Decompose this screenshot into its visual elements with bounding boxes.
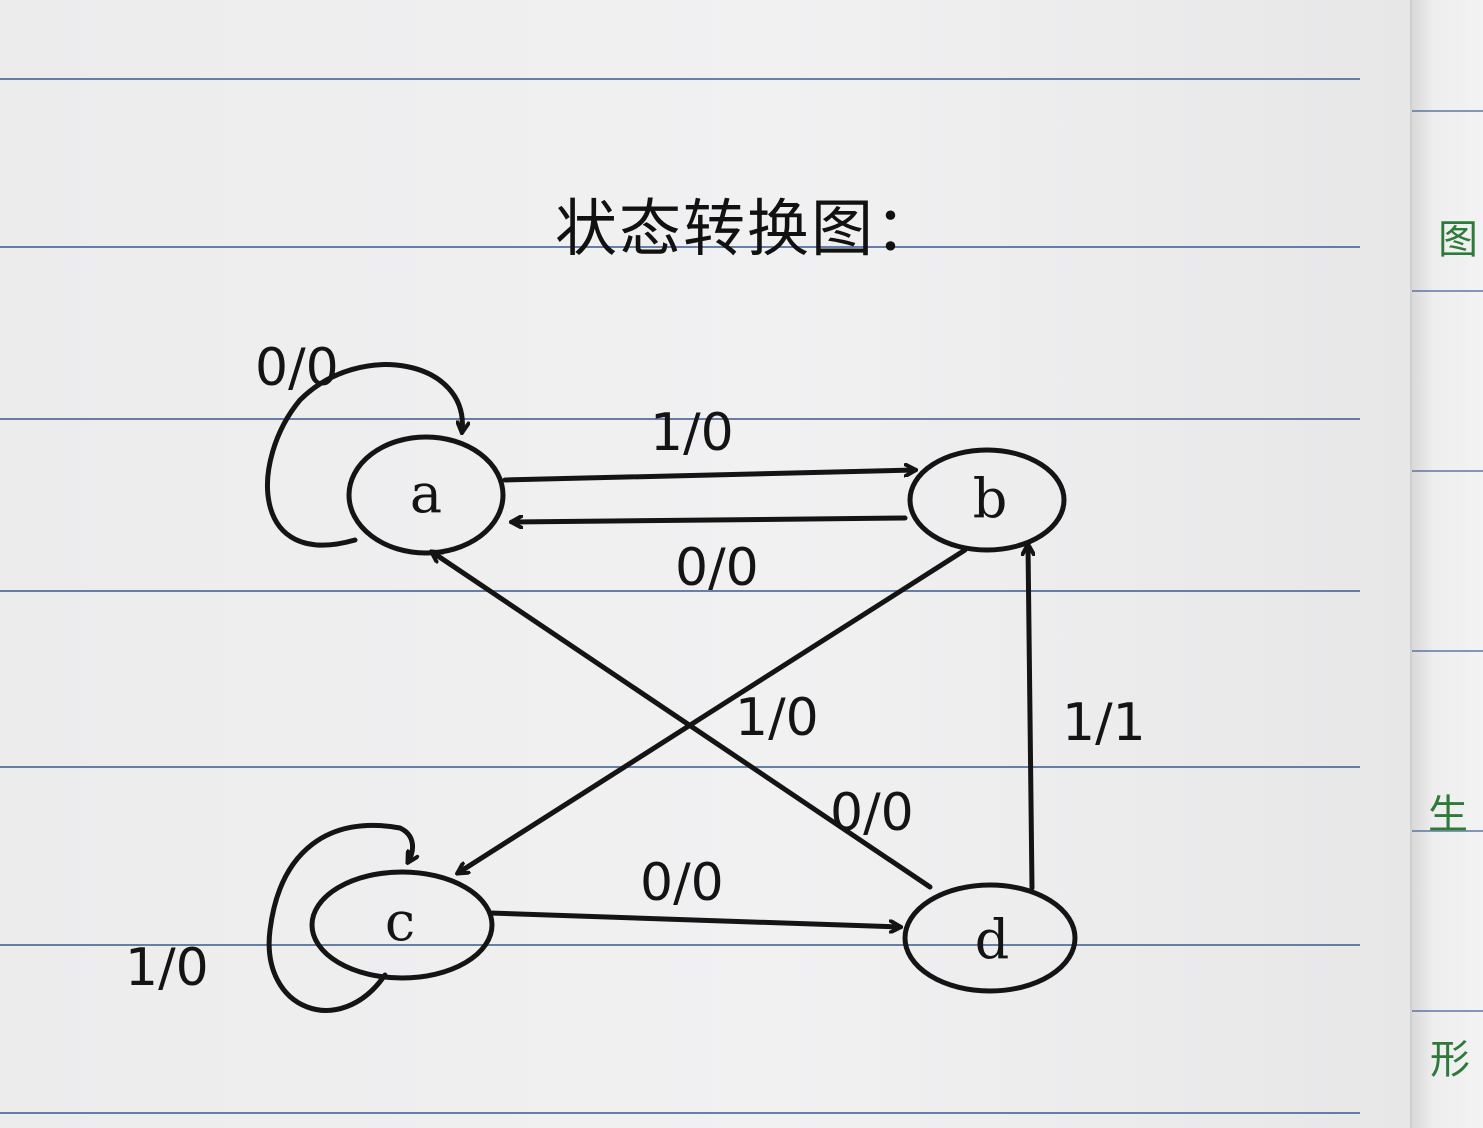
ruled-line [0,246,1360,248]
edge-ruled-line [1412,290,1483,292]
label-d-b: 1/1 [1062,693,1146,753]
edge-ruled-line [1412,110,1483,112]
label-c-d: 0/0 [640,853,724,913]
arrow-a-b [502,470,915,483]
label-b-c: 1/0 [735,688,819,748]
ruled-line [0,590,1360,592]
state-c: c [309,869,495,981]
margin-char: 形 [1430,1037,1470,1083]
state-b-label: b [973,467,1008,530]
arrow-a-a [265,362,463,548]
arrow-d-b [1028,545,1032,891]
edge-ruled-line [1412,650,1483,652]
edge-ruled-line [1412,830,1483,832]
state-diagram: a b c d 0/0 1/0 0/0 1/0 1/0 0/0 0/0 1/1 [125,338,1146,1013]
state-c-label: c [385,890,415,953]
label-a-b: 1/0 [650,403,734,463]
label-a-a: 0/0 [255,338,339,398]
edge-ruled-line [1412,1010,1483,1012]
next-page-edge [1410,0,1483,1128]
edge-ruled-line [1412,470,1483,472]
diagram-title: 状态转换图： [555,192,940,265]
notebook-paper [0,0,1410,1128]
state-a: a [346,434,506,556]
arrow-b-a [512,518,908,522]
state-b: b [907,447,1067,553]
arrow-d-a [432,552,933,890]
state-d-label: d [975,908,1010,971]
label-c-c: 1/0 [125,938,209,998]
label-d-a: 0/0 [830,783,914,843]
label-b-a: 0/0 [675,538,759,598]
ruled-line [0,78,1360,80]
state-d: d [902,882,1078,994]
margin-char: 生 [1428,792,1468,838]
margin-char: 图 [1438,217,1478,263]
ruled-line [0,418,1360,420]
arrow-c-d [487,910,900,927]
ruled-line [0,1112,1360,1114]
state-a-label: a [410,462,442,525]
arrow-c-c [266,822,412,1013]
ruled-line [0,766,1360,768]
ruled-line [0,944,1360,946]
arrow-b-c [458,547,968,873]
